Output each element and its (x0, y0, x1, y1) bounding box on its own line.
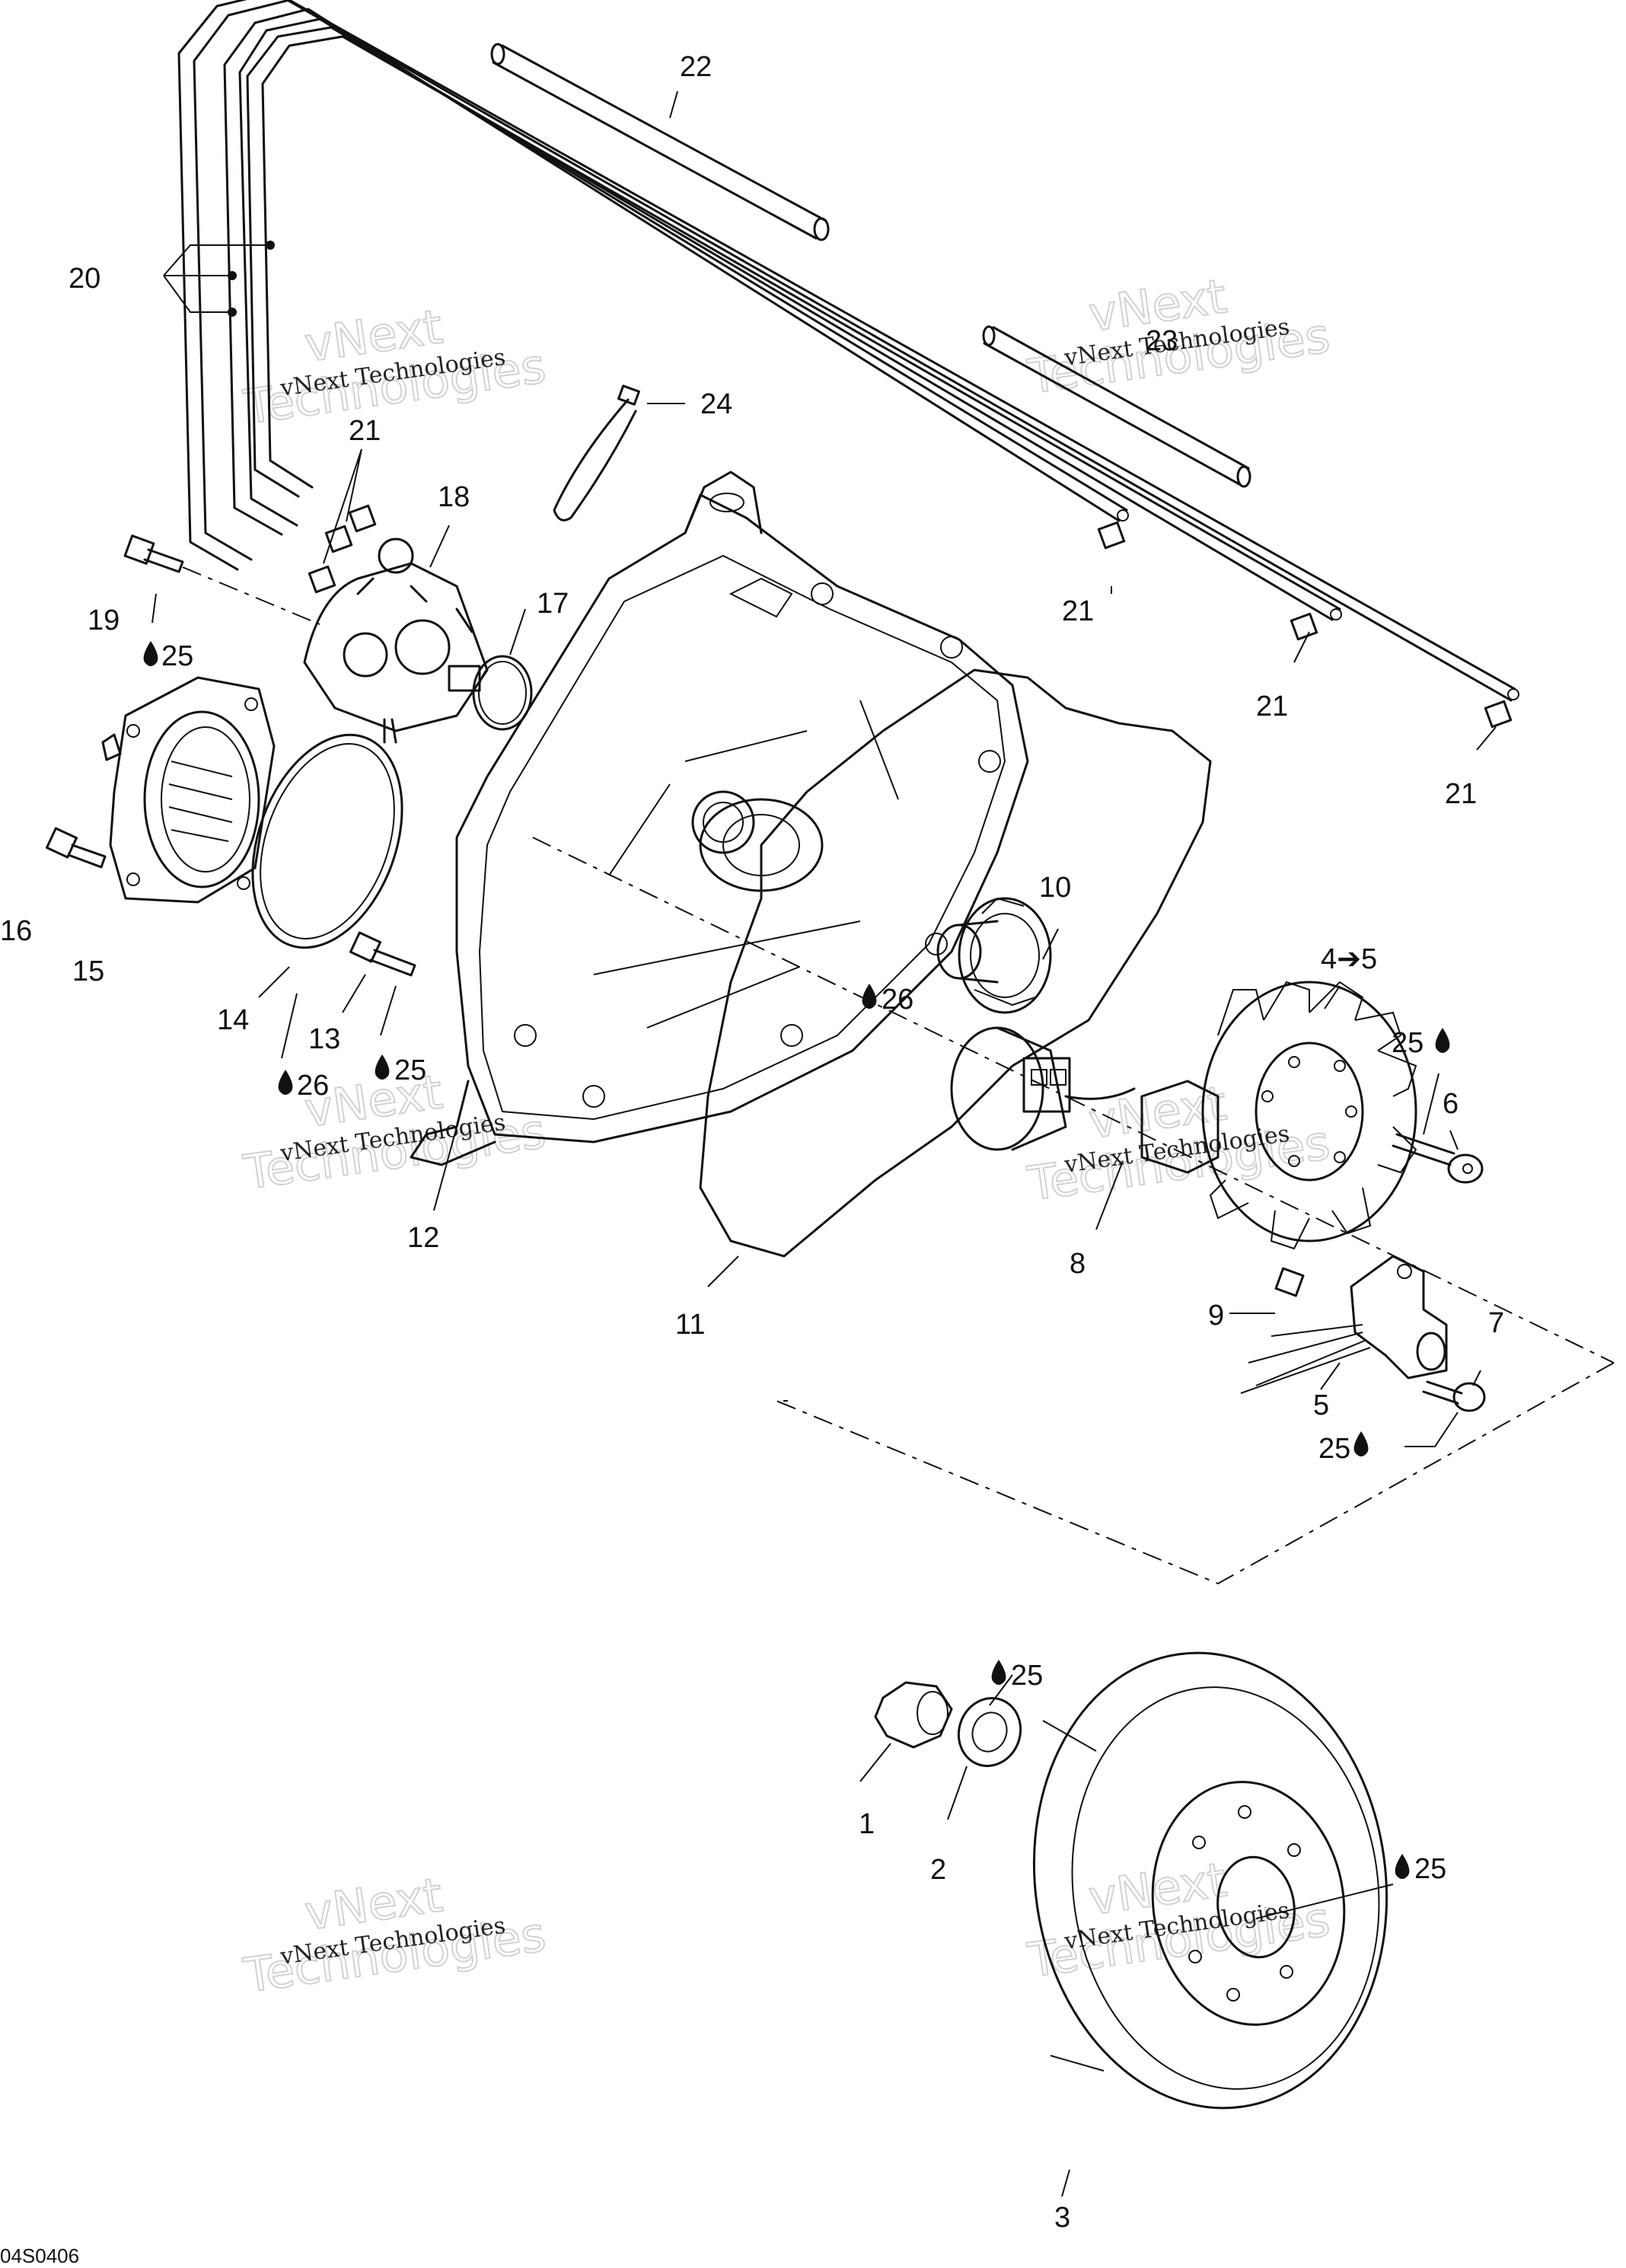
callout-26: 26 (297, 1070, 329, 1102)
callout-5: 5 (1313, 1389, 1329, 1421)
oil-drop-icon (375, 1054, 390, 1080)
screw-part-16 (45, 827, 107, 869)
cable-tie-part-24 (553, 384, 640, 522)
trigger-coil-part-5 (1240, 1255, 1448, 1394)
center-line (532, 837, 1615, 1364)
callout-labels: 22 20 23 24 21 18 17 19 25 21 21 21 10 2… (0, 51, 1504, 2234)
stator-part-4 (1140, 981, 1417, 1250)
drawing-code: 04S0406 (0, 2244, 79, 2267)
callout-19: 19 (88, 604, 120, 636)
callout-12: 12 (407, 1222, 439, 1254)
crankcase-cover-part-12 (410, 471, 1029, 1166)
callout-25: 25 (1414, 1853, 1446, 1885)
callout-21: 21 (1256, 691, 1288, 723)
screw-part-19 (123, 534, 320, 625)
oil-drop-icon (143, 641, 158, 666)
callout-26: 26 (882, 984, 913, 1016)
callout-21: 21 (349, 415, 381, 447)
watermark: vNext Technologies vNext Technologies (240, 1866, 550, 2004)
oil-drop-icon (1353, 1431, 1369, 1456)
callout-25: 25 (394, 1054, 426, 1086)
callout-15: 15 (72, 955, 104, 987)
callout-25: 25 (1392, 1027, 1424, 1059)
callout-14: 14 (217, 1004, 249, 1036)
callout-20: 20 (69, 263, 100, 295)
callout-25: 25 (1011, 1660, 1043, 1692)
coupling-part-10 (936, 897, 1052, 1014)
o-ring-part-14-inner (260, 743, 395, 939)
callout-6: 6 (1443, 1088, 1459, 1120)
callout-1: 1 (859, 1808, 875, 1840)
watermark: vNext Technologies vNext Technologies (240, 1063, 550, 1201)
callout-7: 7 (1488, 1307, 1504, 1339)
callout-16: 16 (0, 915, 32, 947)
callout-10: 10 (1039, 872, 1071, 904)
cover-part-15 (101, 676, 276, 904)
callout-24: 24 (700, 388, 732, 420)
callout-2: 2 (930, 1854, 946, 1886)
callout-23: 23 (1146, 325, 1178, 357)
oil-drop-icon (862, 984, 877, 1009)
callout-11: 11 (675, 1309, 705, 1341)
leader-lines (151, 91, 1497, 2197)
stator-base-part-8 (950, 1026, 1136, 1151)
o-ring-part-17 (472, 655, 533, 731)
nut-part-1 (874, 1681, 953, 1749)
screw-part-7 (1422, 1380, 1486, 1412)
callout-8: 8 (1070, 1248, 1086, 1280)
bolt-part-9 (1274, 1267, 1305, 1297)
gasket-part-11 (699, 668, 1212, 1258)
callout-25: 25 (161, 640, 193, 672)
callout-18: 18 (438, 481, 470, 513)
oil-drop-icon (991, 1660, 1006, 1685)
callout-22: 22 (680, 51, 712, 83)
watermark: vNext Technologies vNext Technologies (240, 298, 550, 435)
oil-drop-icon (278, 1070, 293, 1095)
callout-3: 3 (1054, 2202, 1070, 2234)
oil-drop-icon (1435, 1028, 1450, 1053)
callout-17: 17 (537, 588, 569, 620)
callout-25: 25 (1318, 1433, 1350, 1465)
washer-part-2 (957, 1697, 1022, 1767)
callout-21: 21 (1445, 778, 1477, 810)
tubes-part-20 (177, 0, 1519, 702)
flywheel-part-3 (1032, 1651, 1388, 2110)
o-ring-inner (478, 661, 527, 725)
callout-13: 13 (308, 1023, 340, 1055)
oil-drop-icon (1395, 1854, 1410, 1879)
pump-part-18 (303, 537, 489, 744)
center-line-return (776, 1362, 1615, 1585)
callout-9: 9 (1208, 1300, 1224, 1332)
sleeve-part-23 (982, 325, 1251, 488)
callout-21: 21 (1062, 595, 1094, 627)
o-ring-part-14 (251, 733, 403, 949)
sleeve-part-22 (490, 43, 830, 241)
screw-part-13 (349, 931, 416, 977)
callout-4-to-5: 4➔5 (1321, 943, 1377, 975)
screw-part-6 (1392, 1133, 1484, 1184)
